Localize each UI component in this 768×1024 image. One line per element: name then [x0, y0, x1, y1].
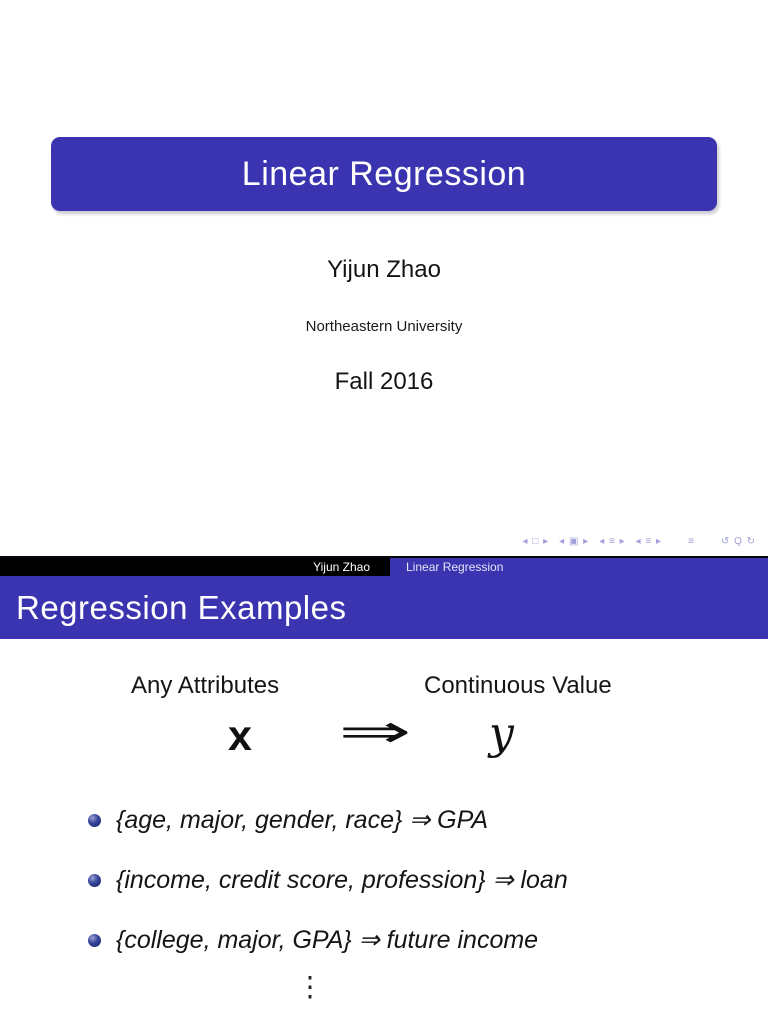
bullet-text: {income, credit score, profession} ⇒ loa… — [116, 866, 568, 894]
label-continuous-value: Continuous Value — [424, 672, 612, 699]
label-any-attributes: Any Attributes — [131, 672, 280, 699]
math-input-x: x — [228, 712, 252, 760]
nav-slide-icons[interactable]: ◂ □ ▸ — [522, 536, 550, 547]
bullet-ball-icon — [88, 874, 101, 887]
math-output-y: y — [489, 708, 514, 759]
frame-title: Regression Examples — [16, 588, 347, 626]
institute-name: Northeastern University — [305, 318, 463, 335]
bullet-text: {college, major, GPA} ⇒ future income — [116, 926, 539, 954]
nav-frame-icons[interactable]: ◂ ▣ ▸ — [559, 536, 590, 547]
bullet-item-future-income: {college, major, GPA} ⇒ future income — [88, 923, 568, 957]
author-name: Yijun Zhao — [327, 256, 441, 283]
nav-presentation-icon[interactable]: ≡ — [688, 536, 695, 547]
examples-bullet-list: {age, major, gender, race} ⇒ GPA {income… — [88, 803, 568, 983]
slide-title: Linear Regression Yijun Zhao Northeaster… — [0, 137, 768, 576]
presentation-date: Fall 2016 — [334, 368, 434, 395]
footline-title: Linear Regression — [406, 560, 504, 574]
frame-title-bar: Regression Examples — [0, 576, 768, 639]
footline: Yijun Zhao Linear Regression — [0, 556, 768, 576]
bullet-text: {age, major, gender, race} ⇒ GPA — [116, 806, 489, 834]
footline-author: Yijun Zhao — [313, 560, 370, 574]
nav-back-find-forward-icons[interactable]: ↺ Q ↻ — [720, 536, 756, 547]
beamer-navigation-bar: ◂ □ ▸ ◂ ▣ ▸ ◂ ≡ ▸ ◂ ≡ ▸ ≡ ↺ Q ↻ — [523, 536, 757, 548]
slide-regression-examples: Regression Examples Any Attributes Conti… — [0, 576, 768, 1024]
footline-author-segment: Yijun Zhao — [0, 558, 390, 576]
bullet-item-loan: {income, credit score, profession} ⇒ loa… — [88, 863, 568, 897]
long-double-arrow-icon: ⇒ — [338, 705, 412, 757]
bullet-ball-icon — [88, 814, 101, 827]
bullet-ball-icon — [88, 934, 101, 947]
vertical-ellipsis: ⋮ — [296, 970, 324, 1003]
footline-title-segment: Linear Regression — [390, 558, 768, 576]
bullet-item-gpa: {age, major, gender, race} ⇒ GPA — [88, 803, 568, 837]
presentation-title: Linear Regression — [241, 154, 527, 193]
nav-section-icons[interactable]: ◂ ≡ ▸ — [635, 536, 663, 547]
slide-title-box: Linear Regression — [51, 137, 717, 211]
nav-subsection-icons[interactable]: ◂ ≡ ▸ — [599, 536, 626, 547]
